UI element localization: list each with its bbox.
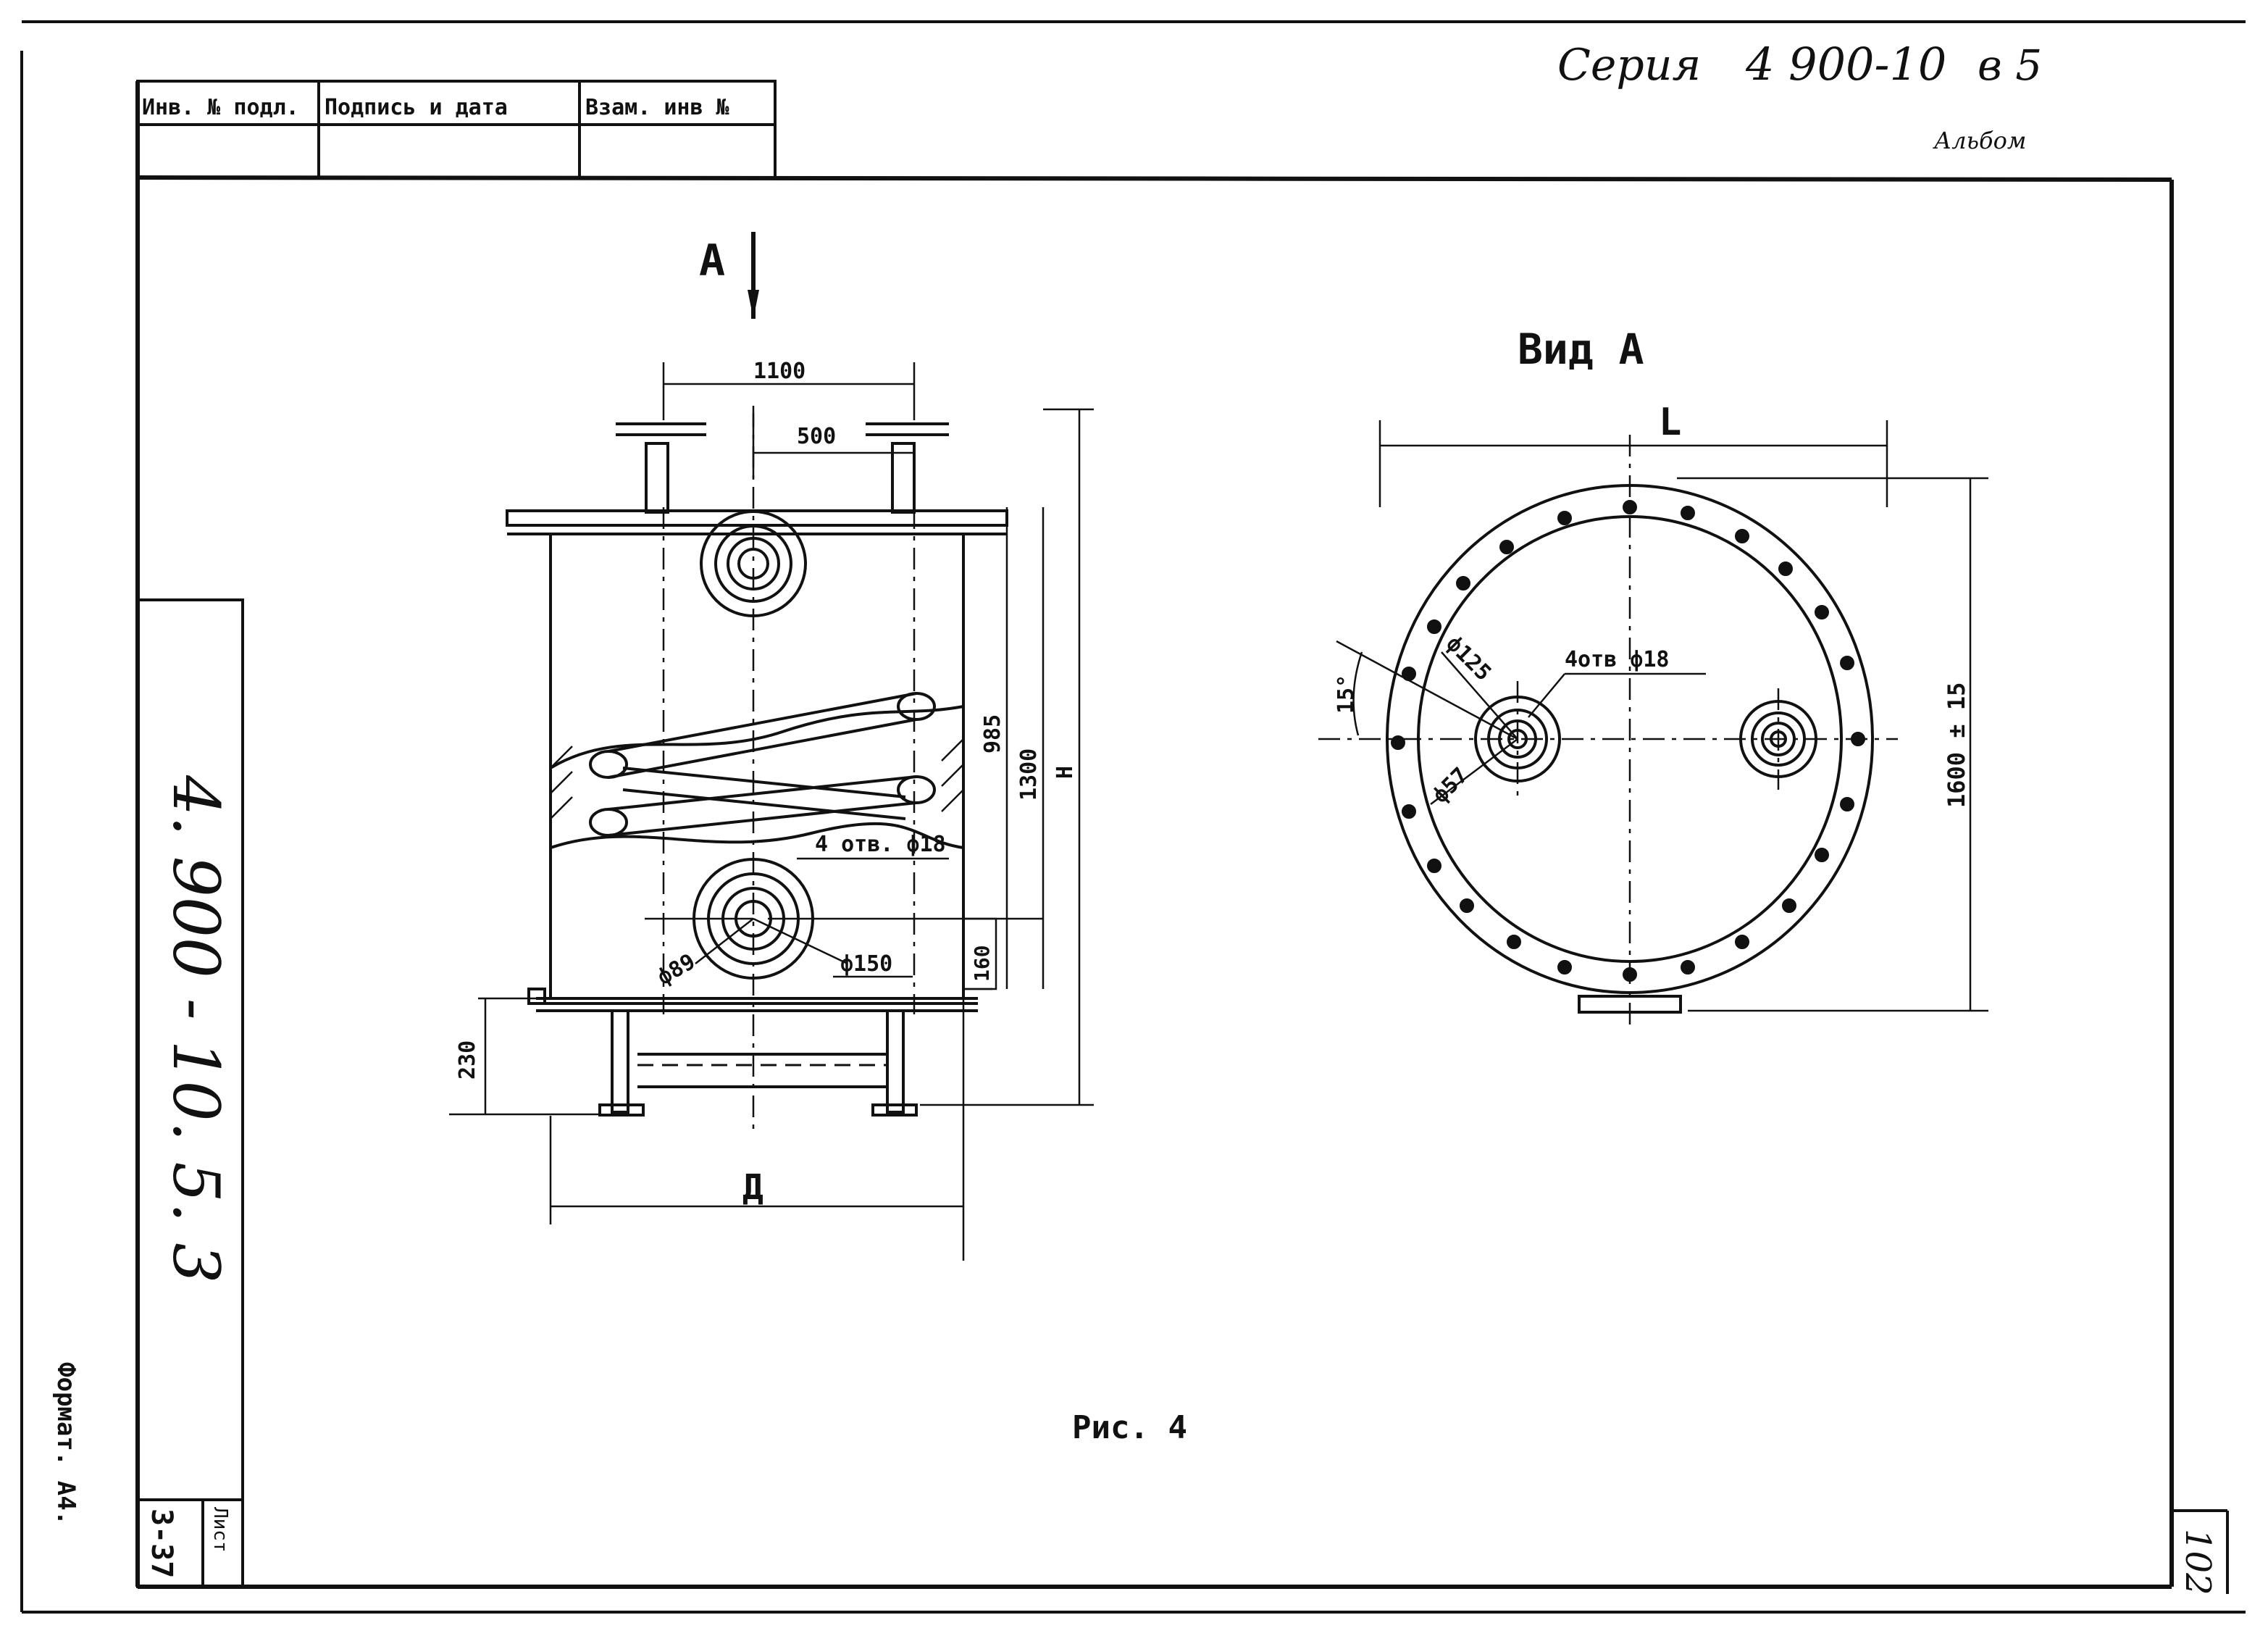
page-number-box: 102 (2172, 1509, 2229, 1595)
dim-500: 500 (797, 424, 836, 449)
stamp-replace-inv: Взам. инв № (585, 95, 730, 120)
dim-d89: ф89 (653, 949, 700, 990)
dim-H: H (1053, 766, 1078, 779)
stamp-inv-original: Инв. № подл. (142, 95, 299, 120)
series-number: 4 900-10 (1745, 38, 1946, 91)
angle-15: 15° (1334, 675, 1359, 714)
side-panel: 4. 900 - 10. 5. 3 Лист 3-37 (136, 598, 244, 1588)
dim-1100: 1100 (753, 359, 805, 384)
view-a: Вид А L (1318, 325, 1988, 1029)
dim-230: 230 (455, 1040, 480, 1080)
dim-1300: 1300 (1016, 748, 1042, 801)
view-a-title: Вид А (1518, 325, 1644, 374)
dim-1600: 1600 ± 15 (1943, 683, 1970, 808)
note-4-holes: 4 отв. ф18 (815, 832, 946, 857)
sheet-value: 3-37 (145, 1508, 178, 1578)
series-label: Серия (1557, 40, 1701, 91)
sheet-frame (20, 20, 2246, 1614)
front-view: А 1100 500 (449, 232, 1094, 1261)
section-arrow (748, 290, 759, 319)
figure-caption: Рис. 4 (1072, 1409, 1187, 1446)
stamp-signature-date: Подпись и дата (325, 95, 508, 120)
dim-985: 985 (980, 714, 1005, 754)
section-mark-a: А (699, 235, 725, 286)
dim-d150: ф150 (840, 951, 892, 977)
stamp-table: Инв. № подл. Подпись и дата Взам. инв № (136, 80, 777, 179)
drawing-designation: 4. 900 - 10. 5. 3 (159, 775, 233, 1283)
sheet-label: Лист (209, 1507, 231, 1553)
dim-D: Д (742, 1167, 763, 1208)
bolt-ring (1391, 500, 1865, 982)
dim-d125: ф125 (1441, 631, 1496, 686)
issue-number: в 5 (1978, 41, 2042, 90)
series-header: Серия 4 900-10 в 5 Альбом (1557, 38, 2042, 154)
dim-L: L (1659, 401, 1681, 444)
note-4-holes-view-a: 4отв ф18 (1565, 647, 1670, 672)
format-label: Формат. А4. (51, 1362, 80, 1525)
dim-160: 160 (970, 945, 994, 982)
page-number: 102 (2177, 1529, 2218, 1595)
album-label: Альбом (1933, 127, 2026, 154)
